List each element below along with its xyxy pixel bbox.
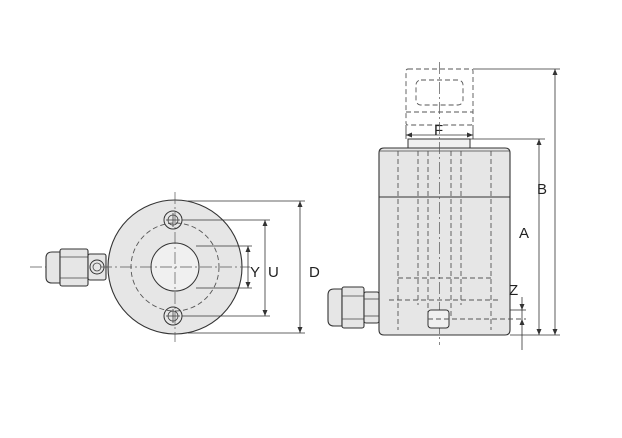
label-d: D <box>309 264 320 281</box>
label-a: A <box>519 225 529 242</box>
side-coupler <box>327 286 380 329</box>
label-b: B <box>537 181 547 198</box>
cylinder-body <box>378 147 511 336</box>
mounting-hole-bottom <box>163 306 183 326</box>
side-view: F <box>327 62 560 350</box>
base-port <box>427 309 526 329</box>
mounting-hole-top <box>163 210 183 230</box>
label-y: Y <box>250 264 260 281</box>
top-view: Y U D <box>30 192 320 342</box>
label-z: Z <box>509 282 518 299</box>
label-f: F <box>434 122 443 139</box>
top-view-coupler <box>30 248 112 287</box>
label-u: U <box>268 264 279 281</box>
